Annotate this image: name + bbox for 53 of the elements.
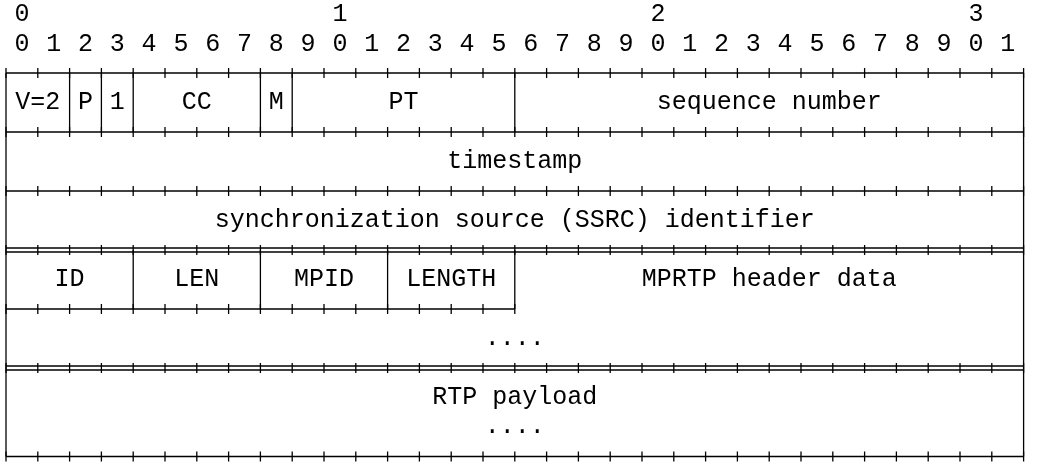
field-label: 1 (109, 88, 125, 117)
field-label: .... (484, 412, 545, 442)
field-label: CC (181, 88, 212, 117)
field-label: timestamp (447, 147, 583, 176)
bit-number: 9 (618, 29, 634, 58)
bit-number: 0 (968, 29, 984, 58)
bit-number: 3 (427, 29, 443, 58)
bit-decade-number: 1 (332, 0, 348, 29)
field-label: LEN (174, 265, 220, 294)
field-label: RTP payload (432, 383, 598, 413)
bit-decade-number: 2 (650, 0, 666, 29)
bit-number: 1 (46, 29, 62, 58)
field-label: P (78, 88, 93, 117)
bit-number: 5 (491, 29, 507, 58)
bit-number: 4 (777, 29, 793, 58)
bit-number: 3 (109, 29, 125, 58)
bit-number: 0 (332, 29, 348, 58)
bit-number: 4 (459, 29, 475, 58)
bit-number: 6 (841, 29, 857, 58)
bit-number: 3 (745, 29, 761, 58)
bit-number: 5 (173, 29, 189, 58)
bit-number: 7 (555, 29, 570, 58)
bit-decade-number: 0 (14, 0, 30, 29)
bit-number: 2 (714, 29, 729, 58)
bit-number: 1 (682, 29, 698, 58)
bit-number: 0 (650, 29, 666, 58)
field-label: .... (484, 324, 545, 353)
bit-number: 0 (14, 29, 30, 58)
bit-number: 7 (237, 29, 252, 58)
bit-number: 1 (364, 29, 380, 58)
bit-number: 6 (523, 29, 539, 58)
bit-number: 1 (1000, 29, 1016, 58)
field-label: MPID (293, 265, 354, 294)
field-label: PT (388, 88, 419, 117)
bit-number: 6 (205, 29, 221, 58)
bit-number: 5 (809, 29, 825, 58)
bit-number: 2 (78, 29, 93, 58)
bit-number: 8 (586, 29, 602, 58)
bit-number: 9 (936, 29, 952, 58)
field-label: synchronization source (SSRC) identifier (214, 206, 815, 235)
bit-number: 9 (300, 29, 316, 58)
bit-number: 2 (396, 29, 411, 58)
field-label: LENGTH (406, 265, 497, 294)
bit-number: 7 (873, 29, 888, 58)
field-label: V=2 (15, 88, 61, 117)
field-label: M (268, 88, 284, 117)
field-label: MPRTP header data (641, 265, 897, 294)
bit-decade-number: 3 (968, 0, 984, 29)
bit-number: 4 (141, 29, 157, 58)
bit-number: 8 (268, 29, 284, 58)
field-label: sequence number (656, 88, 882, 117)
field-label: ID (54, 265, 85, 294)
bit-number: 8 (904, 29, 920, 58)
